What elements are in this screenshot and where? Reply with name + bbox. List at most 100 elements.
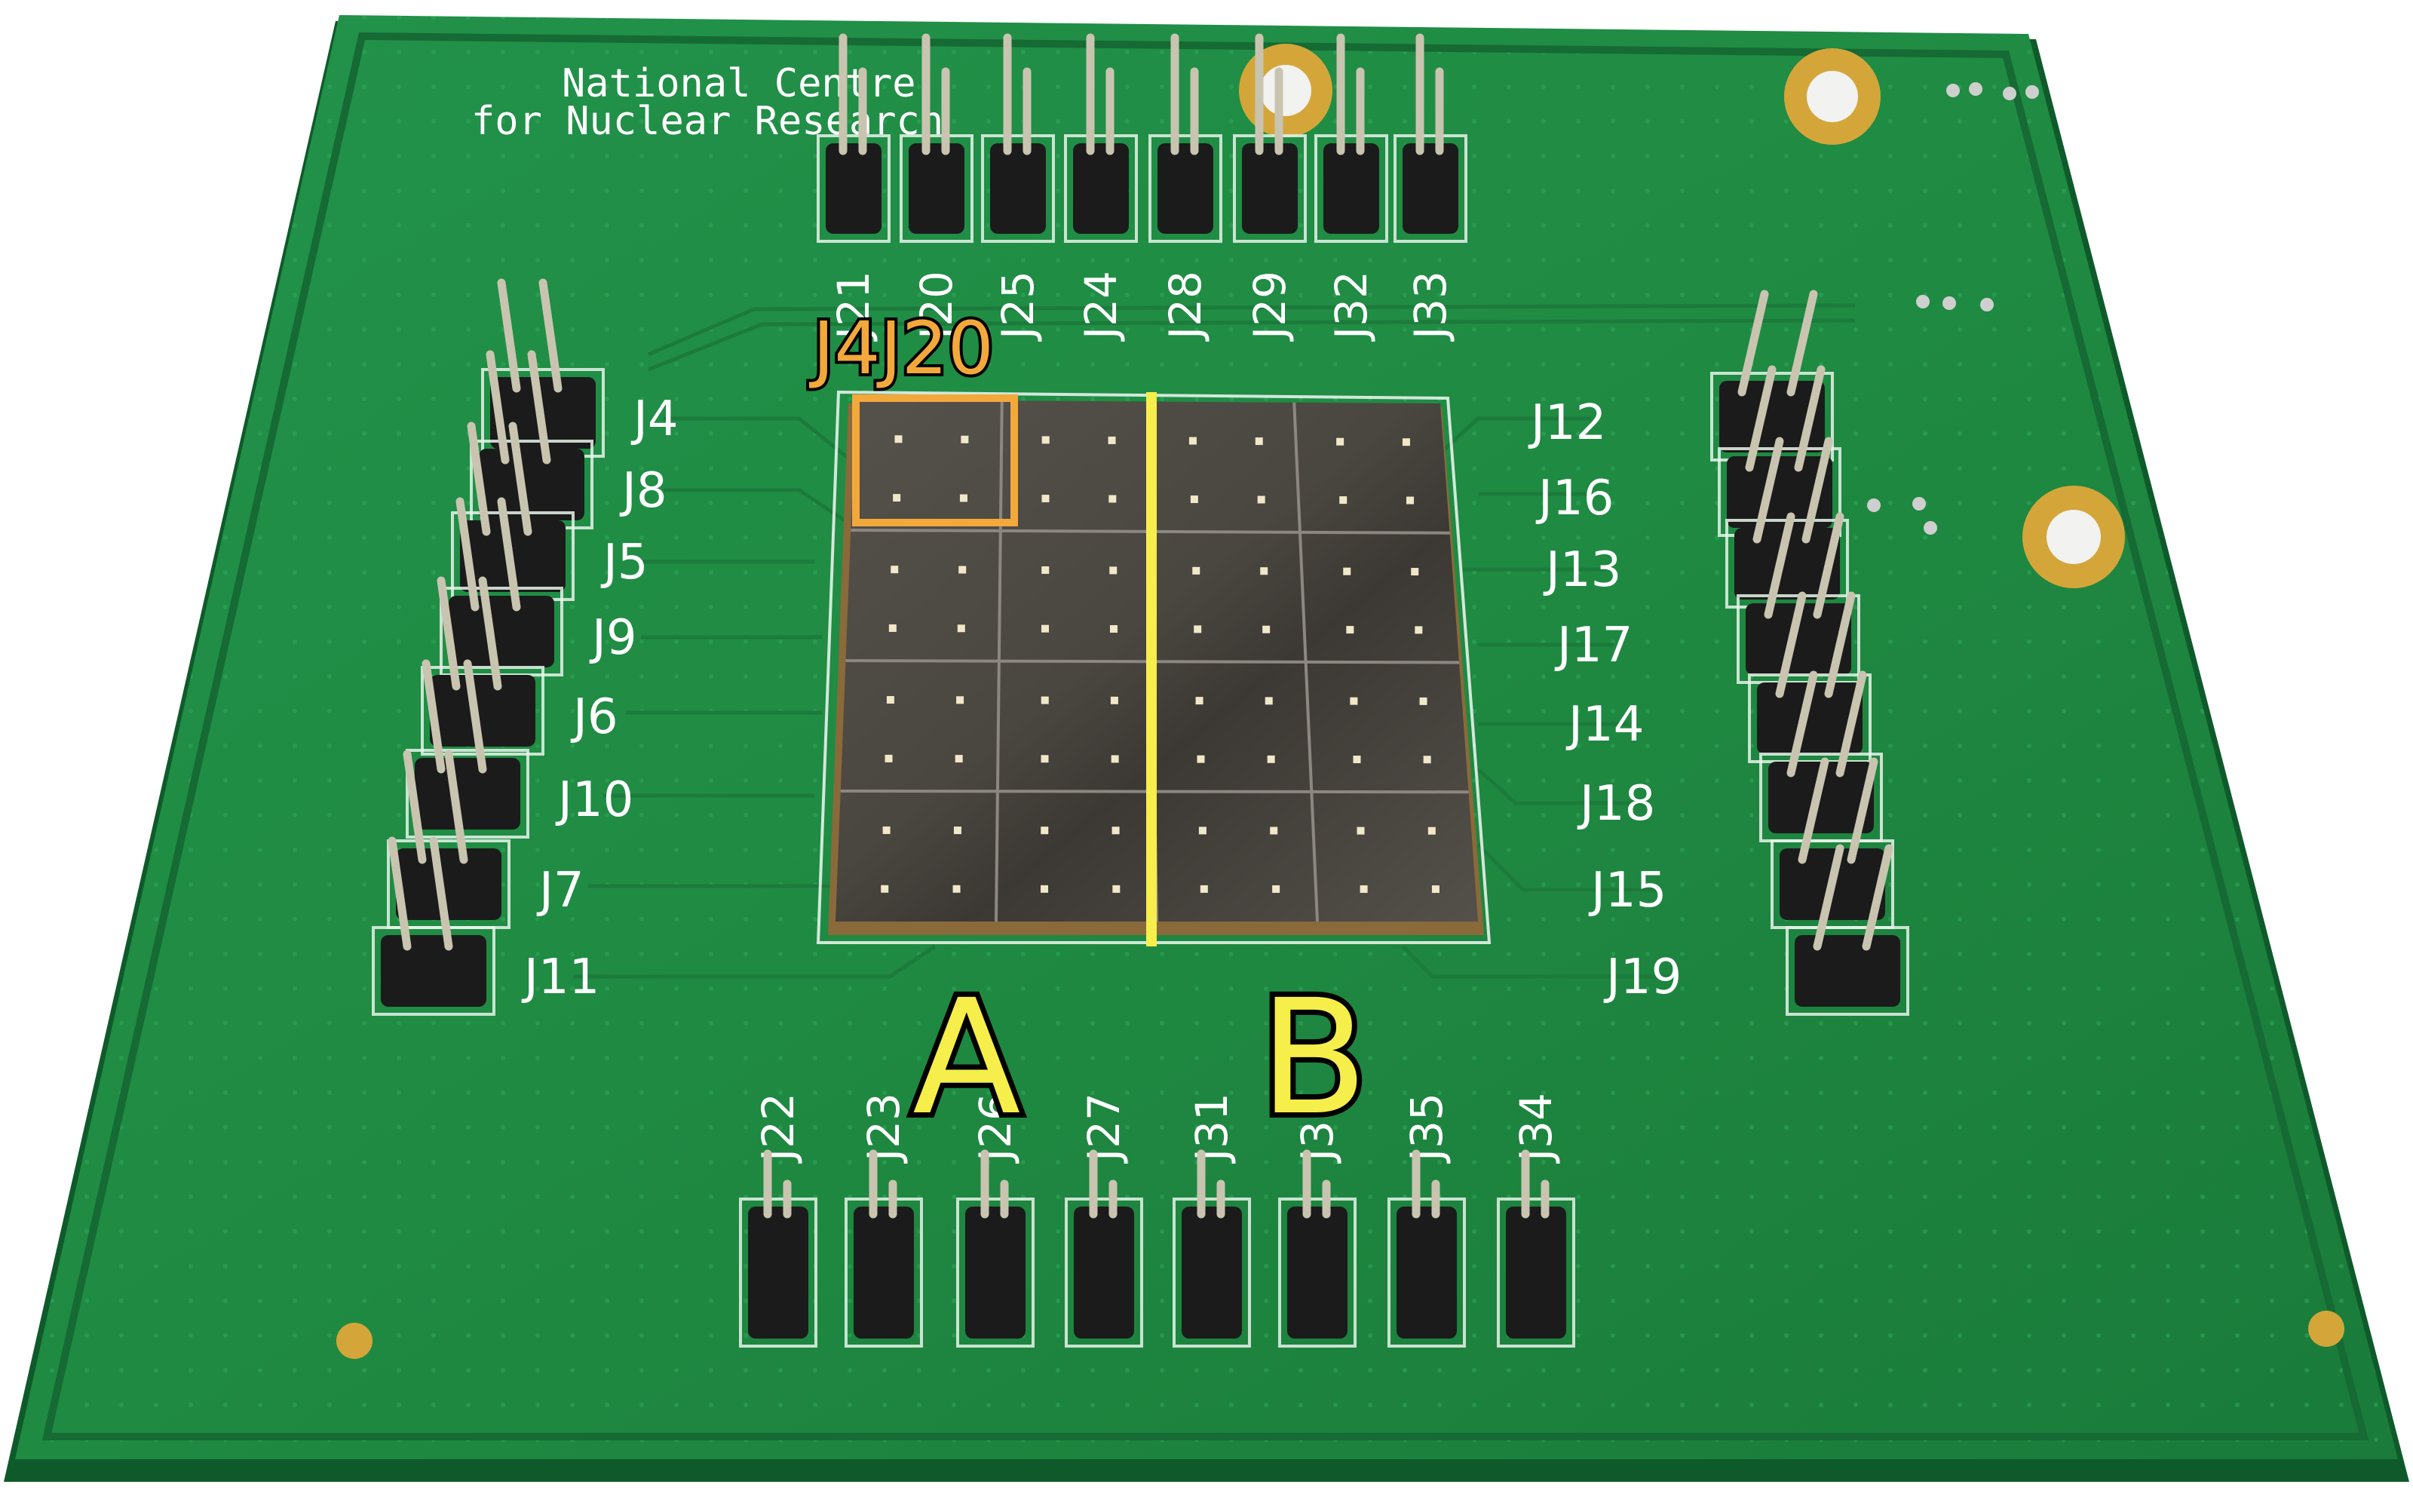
connector-housing: [1506, 1207, 1566, 1339]
sensor-bond-pad: [894, 435, 903, 443]
connector-label-bottom: J27: [1078, 1093, 1130, 1164]
header-pin: [1786, 670, 1818, 777]
header-pin: [1798, 757, 1829, 864]
pin-header: [1725, 437, 1849, 609]
pin-header: [1737, 512, 1860, 684]
pcb-border-trace: [41, 32, 2369, 1440]
connector-label-right: J16: [1535, 471, 1614, 526]
sensor-bond-pad: [1257, 495, 1265, 504]
connector-label-right: J12: [1528, 395, 1606, 451]
sensor-bond-pad: [882, 826, 891, 834]
connector-housing: [415, 758, 520, 830]
header-pin: [1737, 290, 1769, 397]
header-pin: [1813, 844, 1844, 951]
connector-housing: [748, 1207, 808, 1339]
connector-outline: [1314, 134, 1388, 243]
connector-housing: [1403, 143, 1458, 234]
connector-housing: [1719, 381, 1825, 452]
connector-label-right: J15: [1588, 863, 1666, 919]
pin-header: [1718, 365, 1841, 537]
pin-header: [1148, 33, 1222, 243]
mounting-hole: [2047, 510, 2101, 564]
sensor-bond-pad: [1353, 756, 1361, 764]
sensor-bond-pad: [1260, 567, 1268, 575]
connector-housing: [1287, 1207, 1348, 1339]
connector-label-top: J28: [1160, 271, 1211, 342]
sensor-bond-pad: [1041, 624, 1050, 633]
smd-components: [1867, 82, 2039, 535]
pin-header: [1497, 1149, 1575, 1348]
connector-outline: [956, 1198, 1035, 1348]
header-pin: [463, 659, 487, 774]
sensor-bond-pad: [1198, 827, 1206, 835]
header-pin: [1835, 670, 1867, 777]
sensor-bond-pad: [958, 566, 967, 574]
header-pin: [403, 750, 427, 864]
sensor-bond-pad: [1112, 885, 1121, 893]
sensor-bond-pad: [1190, 495, 1198, 504]
pin-header: [1314, 33, 1388, 243]
sensor-bond-pad: [1272, 885, 1280, 893]
mounting-hole: [1260, 65, 1311, 116]
sensor-bond-pad: [1041, 696, 1049, 704]
pin-header: [421, 576, 544, 756]
connector-outline: [1233, 134, 1307, 243]
sensor-bond-pad: [952, 885, 961, 893]
connector-outline: [1148, 134, 1222, 243]
pin-header: [1065, 1149, 1143, 1348]
connector-housing: [1073, 143, 1129, 234]
connector-outline: [1278, 1198, 1357, 1348]
header-pin: [1794, 365, 1826, 472]
sensor-bond-pad: [1343, 567, 1351, 575]
mounting-hole: [2308, 1311, 2344, 1347]
sensor-bond-pad: [881, 885, 889, 893]
sensor-bond-pad: [1041, 566, 1050, 574]
header-pin: [437, 576, 461, 691]
connector-outline: [845, 1198, 923, 1348]
sensor-bond-pad: [1265, 697, 1273, 705]
sensor-bond-pad: [1411, 568, 1419, 576]
sensor-bond-pad: [1267, 755, 1275, 763]
pin-header: [739, 1149, 817, 1348]
connector-outline: [981, 134, 1055, 243]
connector-label-top: J33: [1405, 271, 1456, 342]
sensor-bond-pad: [1427, 827, 1436, 835]
pin-header: [372, 836, 495, 1016]
connector-housing: [1182, 1207, 1242, 1339]
connector-label-bottom: J30: [1292, 1093, 1343, 1164]
pin-header: [845, 1149, 923, 1348]
pin-header: [956, 1149, 1035, 1348]
pin-header: [1278, 1149, 1357, 1348]
header-pin: [429, 836, 453, 951]
sensor-bond-pad: [1041, 885, 1049, 893]
sensor-bond-pad: [1109, 566, 1118, 575]
pin-header: [1748, 591, 1872, 763]
header-pin: [486, 350, 510, 465]
pin-header: [817, 33, 891, 243]
header-pin: [1824, 591, 1856, 698]
sensor-bond-pad: [1360, 885, 1368, 894]
header-pin: [527, 350, 551, 465]
sensor-bond-pad: [1195, 697, 1203, 705]
connector-label-bottom: J22: [753, 1093, 804, 1164]
sensor-bond-pad: [891, 566, 899, 574]
sensor-bond-pad: [1111, 755, 1119, 763]
connector-housing: [1757, 682, 1863, 754]
header-pin: [497, 278, 521, 393]
connector-label-top: J20: [911, 271, 962, 342]
connector-outline: [739, 1198, 817, 1348]
connector-housing: [449, 596, 554, 667]
connector-label-bottom: J34: [1510, 1093, 1562, 1164]
sensor-bond-pad: [1197, 755, 1205, 763]
header-pin: [1752, 437, 1784, 544]
pin-header: [406, 659, 529, 839]
connector-outline: [1497, 1198, 1575, 1348]
pin-header: [900, 33, 973, 243]
sensor-bond-pad: [1350, 697, 1358, 705]
connector-outline: [1387, 1198, 1466, 1348]
side-b-label: B: [1259, 965, 1368, 1150]
sensor-bond-pad: [1419, 697, 1427, 705]
silkscreen-line-1: National Centre: [562, 61, 916, 106]
